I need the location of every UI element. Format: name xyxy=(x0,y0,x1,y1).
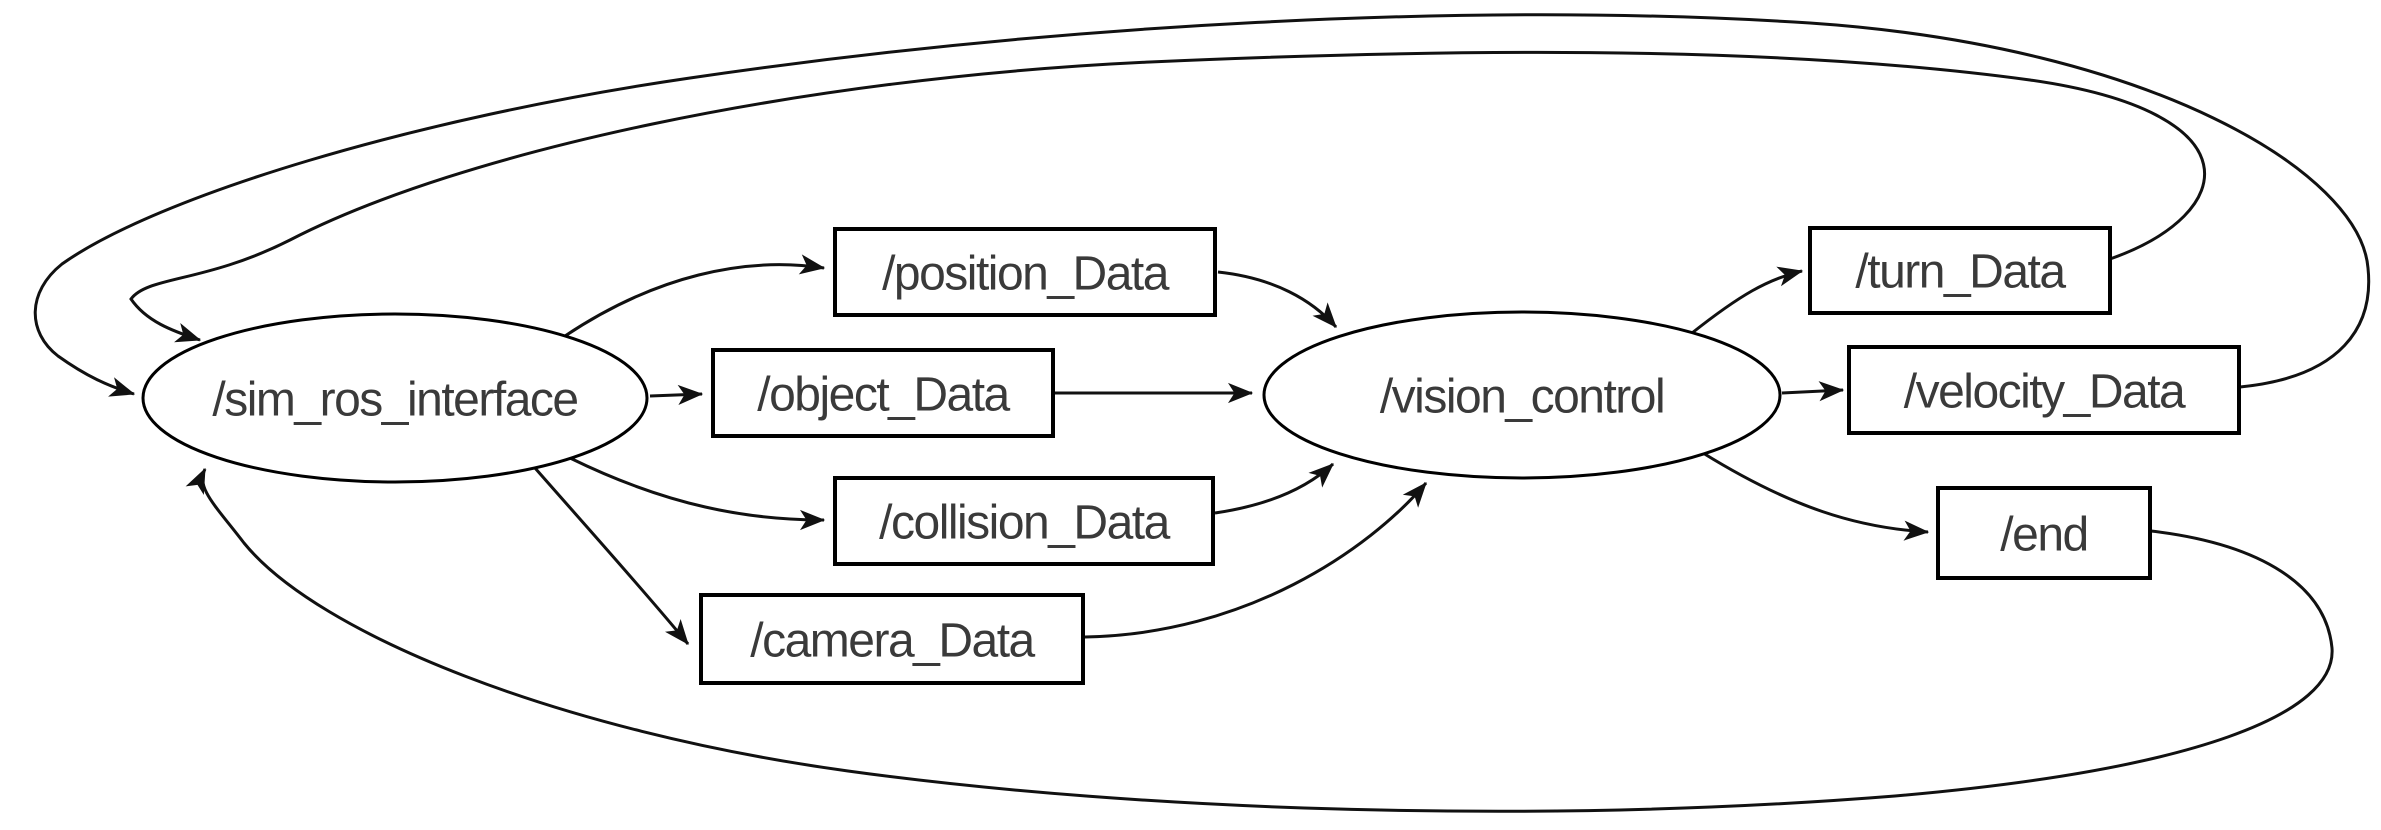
object-data-label: /object_Data xyxy=(757,369,1010,422)
end-label: /end xyxy=(2000,509,2087,562)
end-rect xyxy=(1936,486,2152,580)
velocity-data-rect xyxy=(1847,345,2241,435)
object-data-rect xyxy=(711,348,1055,438)
vision-control-ellipse xyxy=(1262,310,1782,480)
turn-data-label: /turn_Data xyxy=(1855,246,2066,299)
camera-data-rect xyxy=(699,593,1085,685)
edge-sim-ros-interface-to-collision-data xyxy=(569,456,826,531)
edge-vision-control-to-end xyxy=(1702,451,1930,541)
position-data-rect xyxy=(833,227,1217,317)
topic-end: /end xyxy=(1936,486,2152,580)
edge-sim-ros-interface-to-object-data xyxy=(649,384,704,405)
edge-sim-ros-interface-to-camera-data xyxy=(533,467,690,645)
edge-sim-ros-interface-to-position-data xyxy=(564,254,826,338)
edge-turn-data-to-sim-ros-interface xyxy=(129,50,2207,343)
topic-object-data: /object_Data xyxy=(711,348,1055,438)
position-data-label: /position_Data xyxy=(882,248,1170,301)
edge-end-to-sim-ros-interface xyxy=(185,467,2334,813)
topic-collision-data: /collision_Data xyxy=(833,476,1215,566)
sim-ros-interface-label: /sim_ros_interface xyxy=(212,374,577,427)
edge-camera-data-to-vision-control xyxy=(1084,482,1428,639)
collision-data-label: /collision_Data xyxy=(879,497,1170,550)
camera-data-label: /camera_Data xyxy=(750,615,1035,668)
edge-velocity-data-to-sim-ros-interface xyxy=(33,13,2371,397)
topic-turn-data: /turn_Data xyxy=(1808,226,2112,315)
node-vision-control: /vision_control xyxy=(1262,310,1782,480)
edge-position-data-to-vision-control xyxy=(1217,270,1338,328)
sim-ros-interface-ellipse xyxy=(141,312,649,484)
edge-vision-control-to-velocity-data xyxy=(1781,381,1845,402)
edge-layer xyxy=(33,13,2371,813)
node-sim-ros-interface: /sim_ros_interface xyxy=(141,312,649,484)
turn-data-rect xyxy=(1808,226,2112,315)
topic-position-data: /position_Data xyxy=(833,227,1217,317)
topic-camera-data: /camera_Data xyxy=(699,593,1085,685)
velocity-data-label: /velocity_Data xyxy=(1904,366,2186,419)
edge-collision-data-to-vision-control xyxy=(1214,462,1335,515)
topic-velocity-data: /velocity_Data xyxy=(1847,345,2241,435)
collision-data-rect xyxy=(833,476,1215,566)
edge-vision-control-to-turn-data xyxy=(1691,266,1804,335)
vision-control-label: /vision_control xyxy=(1380,371,1664,424)
